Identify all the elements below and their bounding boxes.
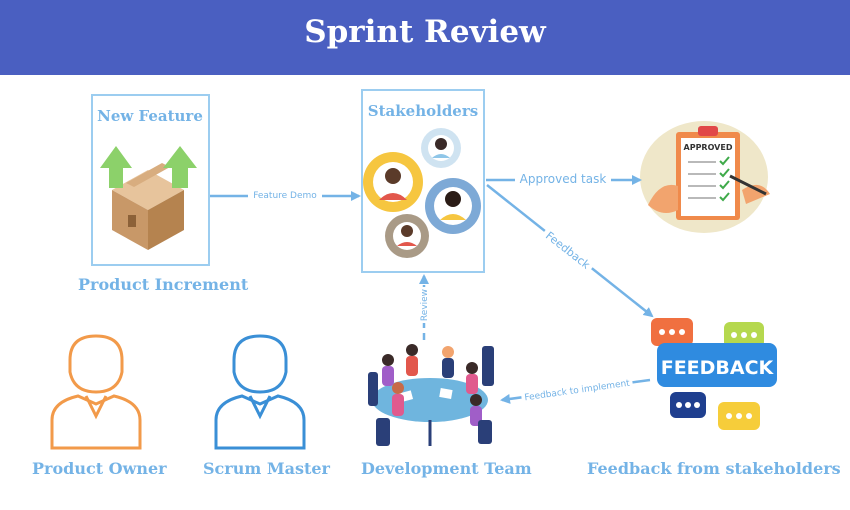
feedback-bubbles-icon: FEEDBACK xyxy=(651,318,777,430)
product-box-icon xyxy=(112,163,184,250)
development-team-label: Development Team xyxy=(361,459,532,478)
stakeholders-box xyxy=(361,89,485,273)
feedback-from-stakeholders-label: Feedback from stakeholders xyxy=(587,459,841,478)
new-feature-box xyxy=(91,94,210,266)
page-title: Sprint Review xyxy=(304,14,546,50)
up-arrow-icon xyxy=(163,146,197,188)
approved-stamp-text: APPROVED xyxy=(684,143,733,152)
scrum-master-icon xyxy=(214,334,306,450)
up-arrow-icon xyxy=(100,146,132,188)
review-label: Review xyxy=(420,289,430,321)
feedback-label: Feedback xyxy=(543,229,593,272)
scrum-master-label: Scrum Master xyxy=(203,459,330,478)
feature-demo-label: Feature Demo xyxy=(253,191,317,201)
approved-clipboard-icon: APPROVED xyxy=(640,121,770,233)
approved-task-label: Approved task xyxy=(520,172,607,186)
feedback-sign-text: FEEDBACK xyxy=(661,357,775,379)
product-increment-label: Product Increment xyxy=(78,275,249,294)
header-bar: Sprint Review xyxy=(0,0,850,75)
development-team-icon xyxy=(368,344,494,446)
product-owner-icon xyxy=(50,334,142,450)
stakeholders-label: Stakeholders xyxy=(368,102,478,120)
stakeholders-gears-icon xyxy=(363,128,481,258)
new-feature-label: New Feature xyxy=(97,107,203,125)
product-owner-label: Product Owner xyxy=(32,459,167,478)
